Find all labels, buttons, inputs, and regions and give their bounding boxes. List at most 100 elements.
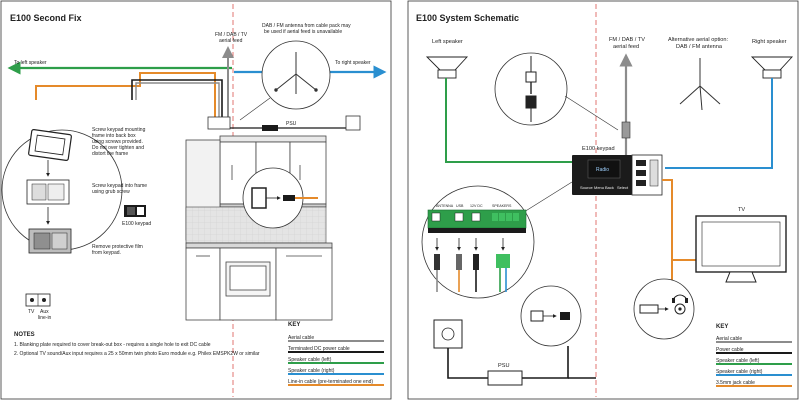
to-right-speaker-label: To right speaker	[335, 60, 371, 66]
right-key-item-3: Speaker cable (left)	[716, 358, 760, 364]
jack-cable-to-tv	[662, 179, 700, 261]
psu-block	[262, 125, 278, 131]
alt-tripod-antenna-icon	[679, 58, 721, 111]
right-speaker-label: Right speaker	[752, 39, 787, 45]
coax-connector-icon	[525, 56, 537, 122]
keypad-frame-icon	[26, 179, 70, 205]
breakout-box	[207, 116, 231, 130]
left-panel-frame	[0, 0, 392, 400]
terminal-block-callout	[421, 185, 535, 299]
keypad-display-text: Radio	[596, 167, 609, 173]
aerial-cable-run-left	[135, 82, 220, 120]
power-connector-icon	[530, 310, 570, 322]
right-speaker-icon	[750, 56, 794, 79]
mains-cable	[447, 348, 488, 379]
step2-text: Screw keypad into frame using grub screw	[92, 183, 147, 195]
alt-aerial-label-2: DAB / FM antenna	[676, 44, 723, 50]
dab-note-line-2: be used if aerial feed is unavailable	[264, 29, 342, 35]
left-key-heading: KEY	[288, 322, 300, 328]
terminal-callout-leader	[523, 181, 573, 213]
svg-text:from keypad.: from keypad.	[92, 250, 121, 256]
notes-heading: NOTES	[14, 332, 35, 338]
keypad-source-button[interactable]: Source	[580, 185, 593, 190]
psu-label-right: PSU	[498, 363, 510, 369]
left-speaker-label: Left speaker	[432, 39, 463, 45]
right-key-item-2: Power cable	[716, 347, 744, 353]
svg-text:USB: USB	[456, 204, 464, 208]
keypad-rear-terminals	[631, 154, 663, 196]
aerial-connector	[621, 121, 631, 139]
left-key-item-3: Speaker cable (left)	[288, 357, 332, 363]
svg-text:12V DC: 12V DC	[470, 204, 483, 208]
left-key-item-2: Terminated DC power cable	[288, 346, 350, 352]
right-panel-title: E100 System Schematic	[416, 13, 519, 23]
svg-text:Remove protective film: Remove protective film	[92, 244, 143, 250]
kitchen-base-units	[185, 242, 333, 321]
svg-text:Screw keypad into frame: Screw keypad into frame	[92, 183, 147, 189]
left-key-item-5: Line-in cable (pre-terminated one end)	[288, 379, 373, 385]
e100-keypad-device: Radio	[572, 155, 632, 195]
tv-label: TV	[738, 207, 745, 213]
terminal-labels: ANTENNA USB 12V DC SPEAKERS	[436, 204, 512, 208]
right-speaker-cable	[665, 78, 773, 169]
small-keypad-icon	[124, 205, 146, 217]
left-speaker-icon	[425, 56, 469, 79]
svg-text:distort the frame: distort the frame	[92, 151, 128, 157]
left-key-item-4: Speaker cable (right)	[288, 368, 335, 374]
right-panel-frame	[407, 0, 799, 400]
e100-keypad-label-right: E100 keypad	[582, 146, 615, 152]
left-key-legend: KEY Aerial cable Terminated DC power cab…	[288, 322, 384, 386]
socket-aux-label: Aux	[40, 309, 49, 315]
note-1: 1. Blanking plate required to cover brea…	[14, 342, 211, 348]
right-key-item-1: Aerial cable	[716, 336, 742, 342]
right-aerial-label-2: aerial feed	[613, 44, 639, 50]
keypad-back-button[interactable]: Back	[605, 185, 614, 190]
step1-text: Screw keypad mounting frame into back bo…	[92, 127, 146, 157]
dc-power-cable-run	[131, 79, 223, 120]
svg-text:ANTENNA: ANTENNA	[436, 204, 454, 208]
alt-aerial-label-1: Alternative aerial option:	[668, 37, 728, 43]
svg-text:Screw keypad mounting: Screw keypad mounting	[92, 127, 146, 133]
right-key-item-4: Speaker cable (right)	[716, 369, 763, 375]
note-2: 2. Optional TV sound/Aux input requires …	[14, 351, 260, 357]
headphone-jack-icon	[639, 294, 688, 315]
right-aerial-label-1: FM / DAB / TV	[609, 37, 645, 43]
svg-text:frame into back box: frame into back box	[92, 133, 136, 139]
terminal-plugs-icon	[434, 238, 510, 292]
e100-keypad-label-left: E100 keypad	[122, 221, 151, 227]
antenna-callout-leader	[239, 97, 271, 121]
mains-socket-icon	[345, 115, 361, 131]
terminal-block-icon	[427, 209, 527, 233]
keypad-select-button[interactable]: Select	[617, 185, 629, 190]
svg-text:using screws provided.: using screws provided.	[92, 139, 143, 145]
finished-keypad-icon	[28, 228, 72, 254]
psu-label-left: PSU	[286, 121, 297, 127]
socket-tv-label: TV	[28, 309, 35, 315]
left-panel-title: E100 Second Fix	[10, 13, 82, 23]
svg-text:Do not over tighten and: Do not over tighten and	[92, 145, 144, 151]
tv-icon	[695, 215, 787, 283]
coax-callout-leader	[564, 95, 619, 131]
svg-text:SPEAKERS: SPEAKERS	[492, 204, 512, 208]
mounting-frame-icon	[28, 129, 72, 161]
dc-plug-icon	[283, 195, 295, 201]
aerial-feed-label-2: aerial feed	[219, 38, 243, 44]
socket-line-in-label: line-in	[38, 315, 52, 321]
step3-text: Remove protective film from keypad.	[92, 244, 143, 256]
to-left-speaker-label: To left speaker	[14, 60, 47, 66]
back-box-icon	[251, 187, 267, 209]
right-key-heading: KEY	[716, 324, 728, 330]
psu-brick	[487, 370, 523, 386]
tv-aux-socket-icon	[25, 293, 51, 307]
left-key-item-1: Aerial cable	[288, 335, 314, 341]
mains-plug-icon	[441, 327, 455, 341]
right-key-item-5: 3.5mm jack cable	[716, 380, 755, 386]
left-speaker-cable	[445, 78, 572, 163]
dab-note-line-1: DAB / FM antenna from cable pack may	[262, 23, 351, 29]
right-key-legend: KEY Aerial cable Power cable Speaker cab…	[716, 324, 792, 387]
svg-text:using grub screw: using grub screw	[92, 189, 130, 195]
keypad-menu-button[interactable]: Menu	[594, 185, 604, 190]
aerial-feed-label-1: FM / DAB / TV	[215, 32, 248, 38]
